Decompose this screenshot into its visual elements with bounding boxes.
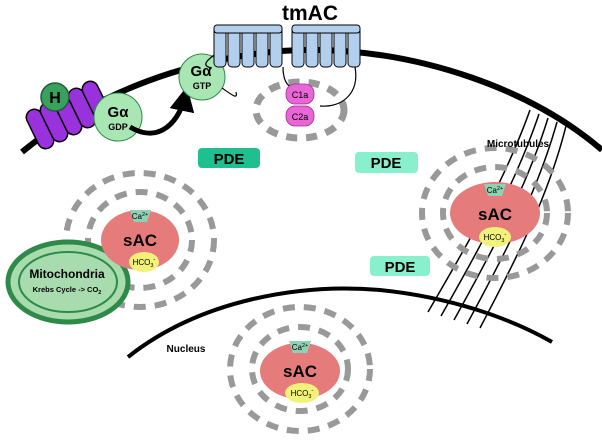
sac-right-label: sAC (478, 205, 512, 224)
sac-nucleus: Ca2+ sAC HCO3- (260, 341, 340, 403)
krebs-label: Krebs Cycle -> CO2 (33, 285, 102, 296)
pde-1: PDE (198, 148, 260, 168)
sac-nucleus-label: sAC (283, 362, 317, 381)
c1a-label: C1a (292, 90, 309, 100)
nuclear-envelope (126, 286, 553, 359)
ca-site-left (130, 210, 151, 222)
camp-cloud-tmac (252, 78, 348, 142)
gtp-tether (221, 87, 237, 97)
c1a-domain: C1a (285, 83, 315, 105)
galpha-gtp-label: Gα (191, 63, 213, 80)
pde-1-label: PDE (214, 151, 245, 168)
hco3-site-right (479, 227, 511, 247)
nucleus-label: Nucleus (167, 344, 206, 355)
pde-2-label: PDE (371, 155, 402, 172)
pde-3: PDE (370, 256, 430, 276)
tmac-nterm (205, 54, 215, 69)
c2a-label: C2a (292, 112, 309, 122)
hco3-label-nucleus: HCO3- (291, 388, 314, 400)
ca-label-nucleus: Ca2+ (292, 343, 309, 352)
tmac-label: tmAC (282, 2, 338, 25)
sac-right: Ca2+ sAC HCO3- (450, 182, 540, 247)
camp-cloud-sac-nucleus (227, 304, 373, 434)
hco3-site-nucleus (285, 383, 319, 403)
ca-label-left: Ca2+ (132, 212, 149, 221)
tmac-loop-c2 (319, 66, 357, 107)
g-protein-gdp: Gα GDP (93, 92, 143, 142)
ca-site-right (484, 184, 506, 196)
sac-left: Ca2+ sAC HCO3- (101, 210, 179, 272)
hco3-label-left: HCO3- (133, 257, 156, 269)
pde-2: PDE (355, 152, 418, 173)
hco3-site-left (129, 252, 159, 272)
g-protein-gtp: Gα GTP (178, 53, 226, 101)
hco3-label-right: HCO3- (484, 232, 507, 244)
c2a-domain: C2a (285, 105, 315, 127)
activation-arrow (128, 86, 195, 136)
ca-label-right: Ca2+ (487, 186, 504, 195)
tmac-top-caps (213, 24, 361, 34)
galpha-gdp-label: Gα (108, 104, 130, 121)
camp-cloud-sac-right (419, 145, 571, 281)
microtubules-label: Microtubules (487, 139, 550, 150)
hormone: H (40, 82, 70, 112)
hormone-label: H (49, 90, 61, 107)
gtp-label: GTP (193, 81, 212, 91)
mitochondria-label: Mitochondria (29, 267, 105, 281)
gdp-label: GDP (108, 122, 128, 132)
ca-site-nucleus (289, 341, 311, 353)
pde-3-label: PDE (385, 259, 416, 276)
mitochondria: Mitochondria Krebs Cycle -> CO2 (5, 239, 131, 325)
sac-left-label: sAC (123, 231, 157, 250)
